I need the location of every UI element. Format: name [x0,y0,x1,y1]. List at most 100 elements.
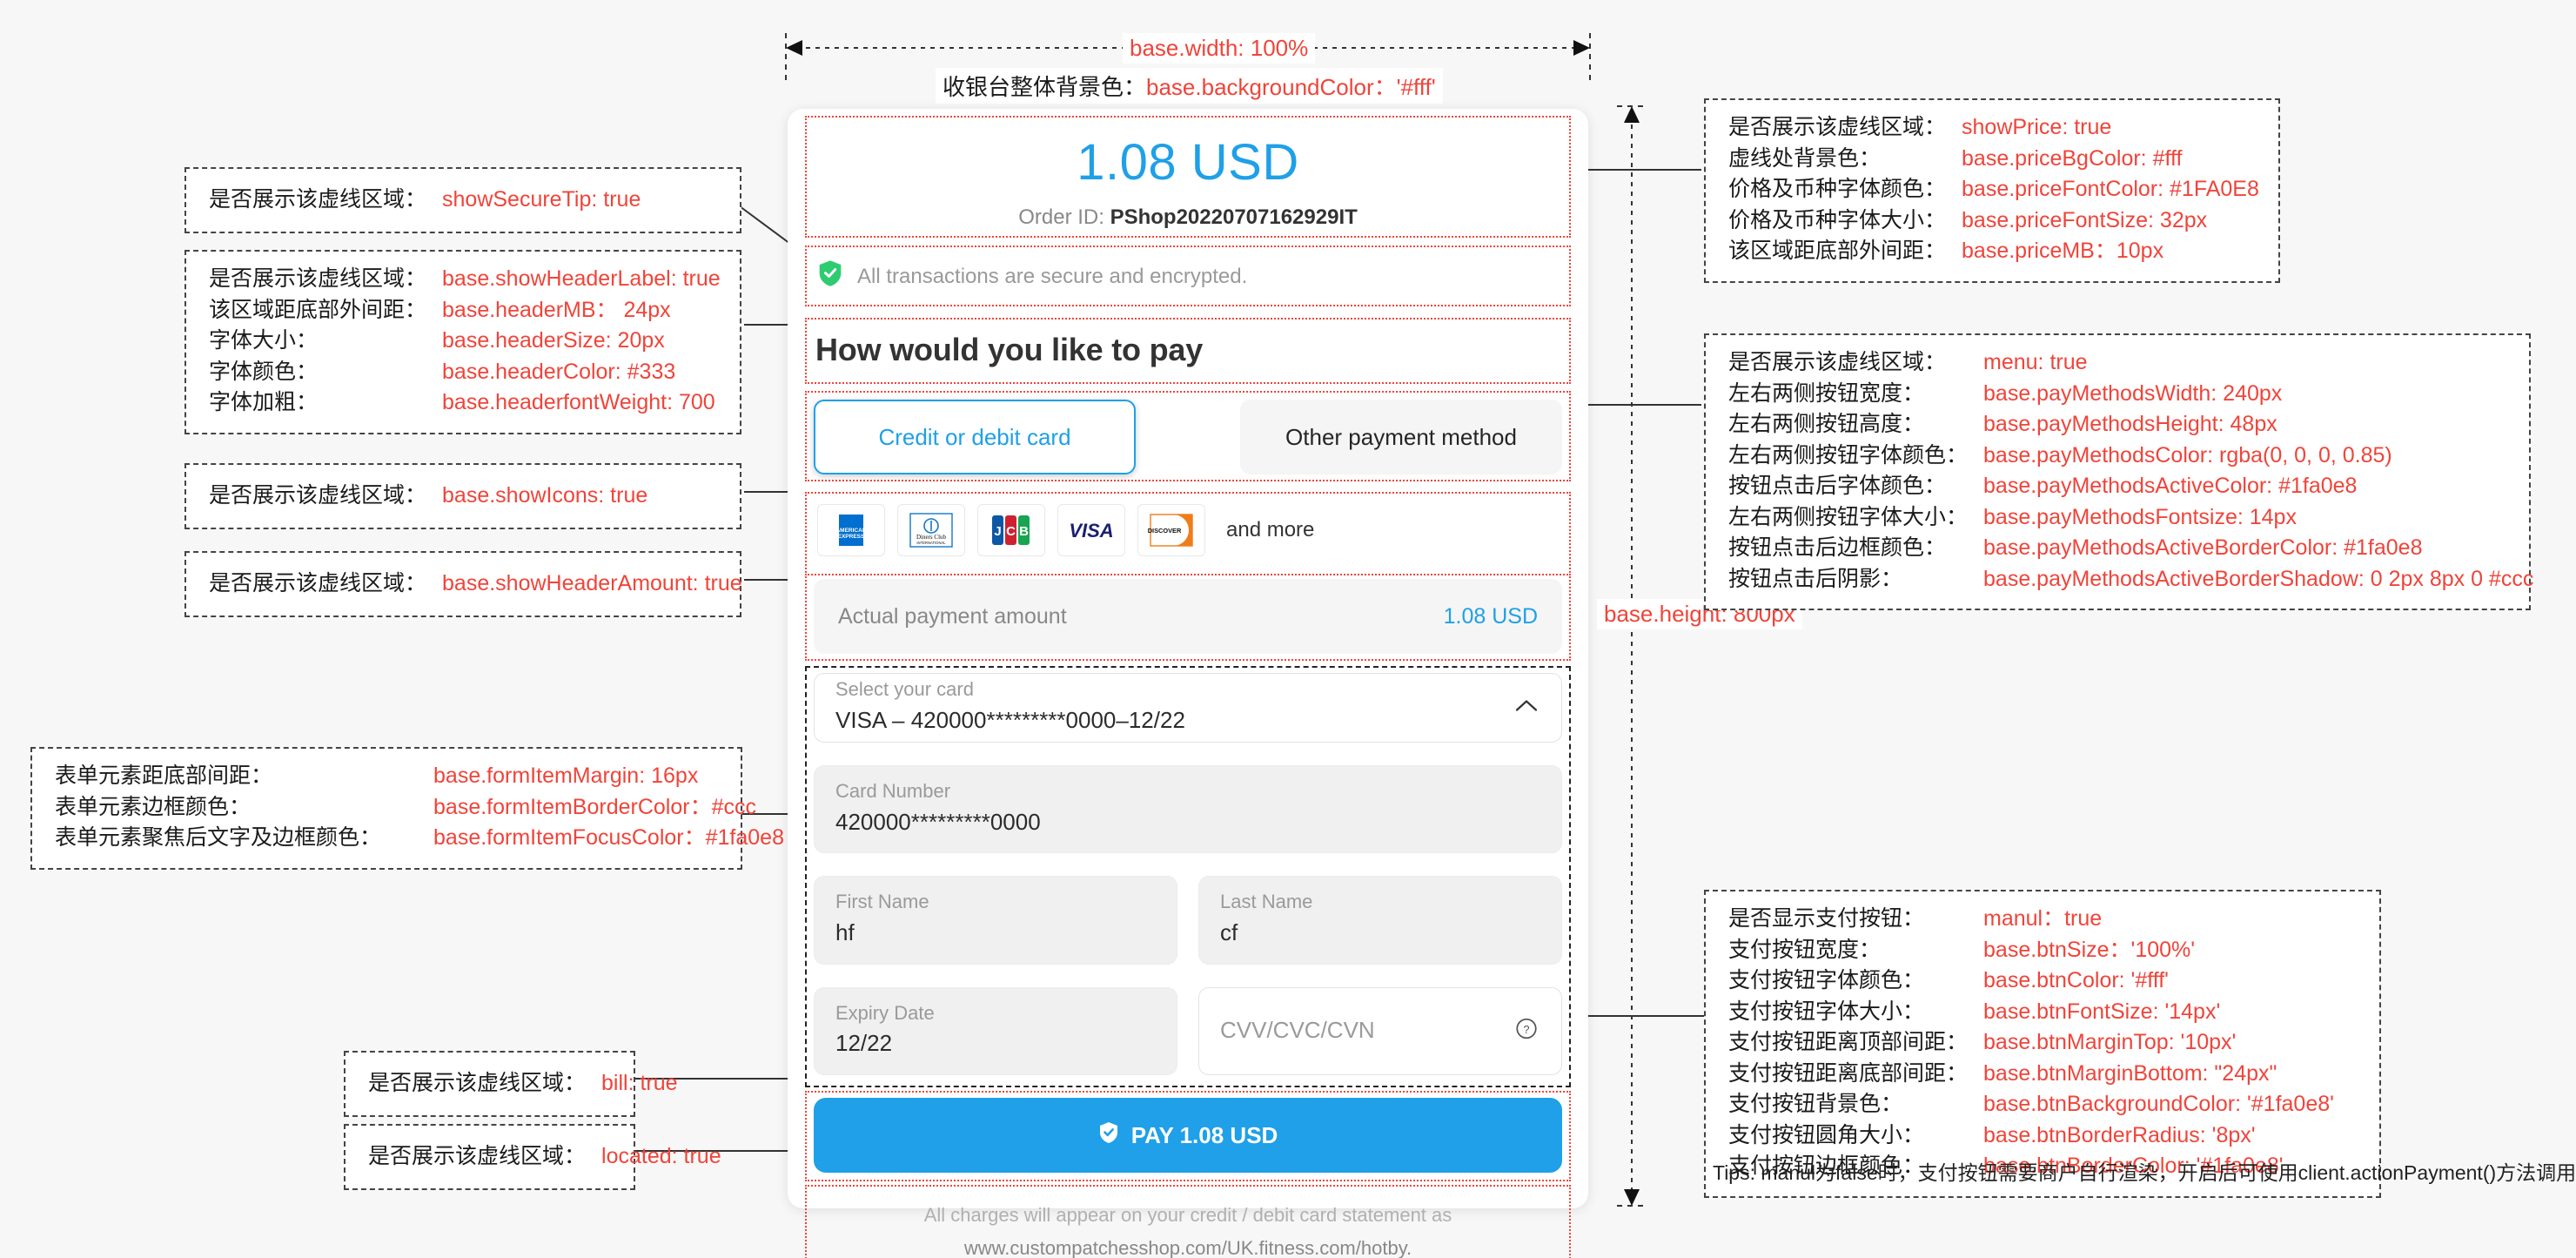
annotation-row: 该区域距底部外间距：base.headerMB： 24px [209,297,671,322]
shield-check-icon [817,259,843,293]
cvv-placeholder: CVV/CVC/CVN [1220,1016,1375,1043]
price-amount: 1.08 USD [1077,134,1299,191]
background-color-label-cn: 收银台整体背景色： [943,74,1147,100]
svg-text:J: J [994,524,1001,539]
annotation-bill: 是否展示该虚线区域：bill: true [344,1051,678,1117]
select-card-value: VISA – 420000*********0000–12/22 [835,707,1185,733]
actual-payment-amount-value: 1.08 USD [1443,603,1538,629]
annotation-row: 字体加粗：base.headerfontWeight: 700 [209,390,715,414]
card-number-value: 420000*********0000 [835,808,1041,835]
annotation-row: 左右两侧按钮字体颜色：base.payMethodsColor: rgba(0,… [1728,442,2392,468]
annotation-row: 是否展示该虚线区域：bill: true [368,1071,678,1095]
last-name-value: cf [1220,919,1238,946]
background-color-label-value: base.backgroundColor：'#fff' [1146,74,1436,100]
annotation-row: 左右两侧按钮宽度：base.payMethodsWidth: 240px [1728,380,2283,406]
pay-button[interactable]: PAY 1.08 USD [814,1098,1562,1174]
form-block: Select your card VISA – 420000*********0… [805,666,1571,1088]
dimension-width-label: base.width: 100% [1123,33,1316,64]
secure-tip: All transactions are secure and encrypte… [814,249,1562,304]
name-row: First Name hf Last Name cf [814,876,1562,965]
header-label-block: How would you like to pay [805,318,1571,384]
annotation-row: 支付按钮距离底部间距：base.btnMarginBottom: "24px" [1728,1060,2277,1086]
pay-button-label: PAY 1.08 USD [1130,1121,1278,1148]
shield-check-small-icon [1098,1121,1119,1150]
select-card-label: Select your card [835,678,974,701]
annotation-row: 表单元素边框颜色：base.formItemBorderColor：#ccc [55,794,756,819]
annotation-row: 字体大小：base.headerSize: 20px [209,328,665,353]
svg-text:?: ? [1523,1023,1529,1036]
page-title: How would you like to pay [815,332,1204,367]
annotation-row: 支付按钮距离顶部间距：base.btnMarginTop: '10px' [1728,1030,2237,1054]
card-number-field[interactable]: Card Number 420000*********0000 [814,765,1562,854]
annotation-row: 支付按钮字体大小：base.btnFontSize: '14px' [1728,999,2221,1024]
annotation-row: 是否展示该虚线区域：base.showHeaderAmount: true [209,571,742,595]
annotation-row: 是否显示支付按钮：manul：true [1728,906,2103,931]
chevron-up-icon[interactable] [1514,698,1539,718]
annotation-header-label: 是否展示该虚线区域：base.showHeaderLabel: true 该区域… [184,250,741,434]
visa-icon: VISA [1057,504,1125,556]
order-id-value: PShop20220707162929IT [1110,205,1358,229]
pay-button-block: PAY 1.08 USD [805,1091,1571,1182]
last-name-label: Last Name [1220,891,1313,913]
bill-block: All charges will appear on your credit /… [805,1185,1571,1258]
bill-line-2: www.custompatchesshop.com/UK.fitness.com… [963,1236,1412,1258]
svg-text:DISCOVER: DISCOVER [1148,527,1182,535]
expiry-date-field[interactable]: Expiry Date 12/22 [814,986,1177,1076]
select-card-field[interactable]: Select your card VISA – 420000*********0… [814,673,1562,743]
annotation-price: 是否展示该虚线区域：showPrice: true 虚线处背景色：base.pr… [1704,98,2280,283]
annotation-row: 是否展示该虚线区域：base.showHeaderLabel: true [209,266,721,291]
annotation-menu: 是否展示该虚线区域：menu: true 左右两侧按钮宽度：base.payMe… [1704,333,2533,610]
method-other-payment-method[interactable]: Other payment method [1240,400,1562,474]
annotation-row: 是否展示该虚线区域：showPrice: true [1728,115,2112,139]
method-credit-or-debit-card[interactable]: Credit or debit card [814,400,1136,474]
annotation-row: 支付按钮圆角大小：base.btnBorderRadius: '8px' [1728,1122,2256,1147]
svg-text:VISA: VISA [1069,520,1113,542]
checkout-inner: 1.08 USD Order ID: PShop20220707162929IT… [788,109,1588,1258]
annotation-row: 支付按钮边框颜色：base.btnBorderColor: '#1fa0e8' [1728,1154,2284,1178]
last-name-field[interactable]: Last Name cf [1198,876,1562,965]
annotation-row: 是否展示该虚线区域：menu: true [1728,350,2088,374]
annotation-form-item: 表单元素距底部间距：base.formItemMargin: 16px 表单元素… [30,747,784,870]
svg-text:Diners Club: Diners Club [916,534,947,541]
annotation-row: 支付按钮背景色：base.btnBackgroundColor: '#1fa0e… [1728,1092,2334,1116]
payment-methods-block: Credit or debit card Other payment metho… [805,391,1571,481]
tips-text: Tips: manul为false时，支付按钮需要商户自行渲染，开启后可使用cl… [1713,1161,2576,1184]
annotation-row: 左右两侧按钮高度：base.payMethodsHeight: 48px [1728,412,2277,436]
svg-text:AMERICAN: AMERICAN [835,528,866,534]
svg-text:EXPRESS: EXPRESS [838,534,865,540]
annotation-row: 该区域距底部外间距：base.priceMB：10px [1728,239,2164,263]
price-block: 1.08 USD Order ID: PShop20220707162929IT [805,109,1571,238]
amount-block: Actual payment amount 1.08 USD [805,574,1571,661]
first-name-label: First Name [835,891,929,913]
annotation-row: 按钮点击后字体颜色：base.payMethodsActiveColor: #1… [1728,474,2358,498]
actual-payment-amount-row: Actual payment amount 1.08 USD [814,579,1562,654]
order-id: Order ID: PShop20220707162929IT [814,205,1562,230]
help-circle-icon[interactable]: ? [1514,1017,1539,1046]
first-name-field[interactable]: First Name hf [814,876,1177,965]
annotation-row: 是否展示该虚线区域：base.showIcons: true [209,483,648,508]
expiry-date-value: 12/22 [835,1030,893,1057]
discover-icon: DISCOVER [1137,504,1205,556]
svg-text:C: C [1006,524,1016,539]
checkout-panel: 1.08 USD Order ID: PShop20220707162929IT… [788,109,1588,1258]
cvv-field[interactable]: CVV/CVC/CVN ? [1198,986,1562,1076]
annotation-row: 支付按钮字体颜色：base.btnColor: '#fff' [1728,968,2169,992]
annotation-show-icons: 是否展示该虚线区域：base.showIcons: true [184,463,741,529]
first-name-value: hf [835,919,855,946]
background-color-label: 收银台整体背景色：base.backgroundColor：'#fff' [936,68,1443,104]
annotation-row: 是否展示该虚线区域： showSecureTip: true [209,187,641,212]
annotation-located: 是否展示该虚线区域：located: true [344,1124,721,1190]
expiry-date-label: Expiry Date [835,1001,935,1024]
annotation-row: 是否展示该虚线区域：located: true [368,1144,721,1168]
dimension-height-label: base.height: 800px [1597,599,1802,629]
annotation-row: 按钮点击后边框颜色：base.payMethodsActiveBorderCol… [1728,535,2423,560]
svg-text:B: B [1019,524,1029,539]
annotation-row: 表单元素距底部间距：base.formItemMargin: 16px [55,764,699,788]
annotation-show-header-amount: 是否展示该虚线区域：base.showHeaderAmount: true [184,551,742,617]
actual-payment-amount-label: Actual payment amount [838,603,1067,629]
annotation-pay-button: 是否显示支付按钮：manul：true 支付按钮宽度：base.btnSize：… [1704,890,2381,1198]
payment-methods: Credit or debit card Other payment metho… [814,393,1562,480]
